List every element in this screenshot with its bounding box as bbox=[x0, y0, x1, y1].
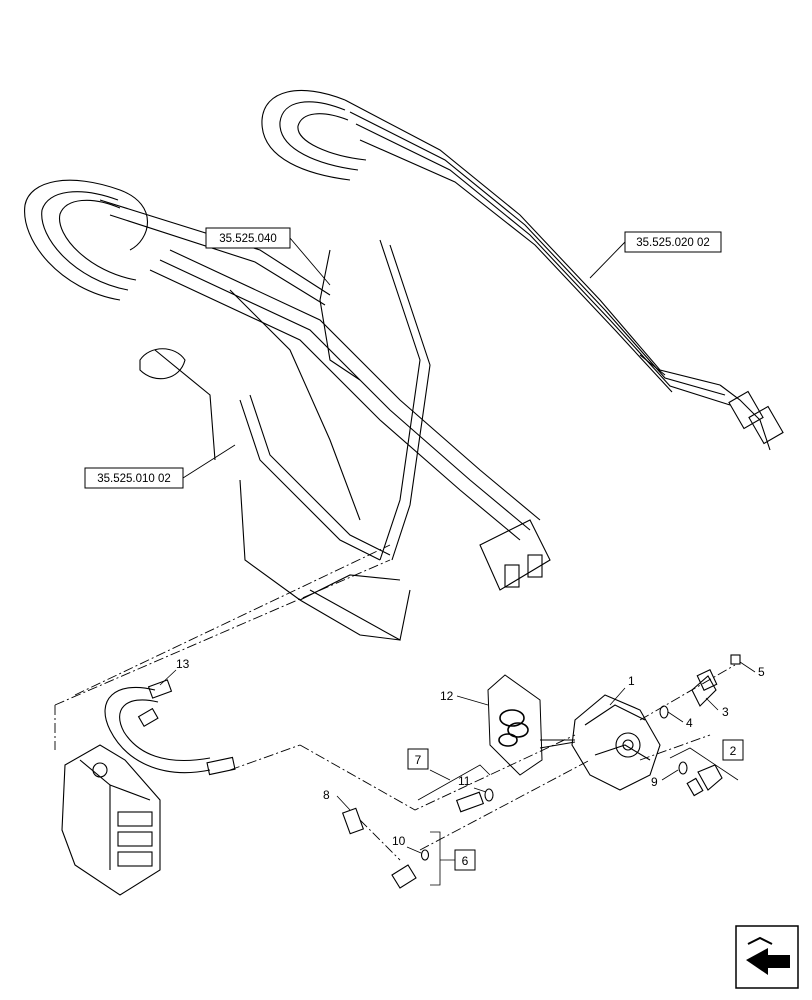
callout-2: 2 bbox=[669, 739, 744, 781]
callout-11: 11 bbox=[458, 774, 487, 793]
callout-9: 9 bbox=[651, 769, 679, 789]
ref-label-020: 35.525.020 02 bbox=[636, 237, 710, 249]
reference-labels: 35.525.040 35.525.020 02 35.525.010 02 bbox=[84, 227, 722, 489]
hose-harness bbox=[24, 89, 784, 641]
callout-5: 5 bbox=[739, 661, 765, 679]
svg-text:8: 8 bbox=[323, 788, 330, 802]
hose-13 bbox=[104, 679, 236, 776]
svg-text:5: 5 bbox=[758, 665, 765, 679]
ref-label-010: 35.525.010 02 bbox=[97, 473, 171, 485]
ref-label-040: 35.525.040 bbox=[219, 233, 277, 245]
control-valve bbox=[61, 744, 161, 896]
ref-box-35-525-010[interactable]: 35.525.010 02 bbox=[84, 444, 236, 489]
svg-text:7: 7 bbox=[415, 753, 422, 767]
callout-10: 10 bbox=[392, 834, 422, 854]
callout-12: 12 bbox=[440, 689, 489, 706]
fittings bbox=[341, 654, 741, 889]
callout-8: 8 bbox=[323, 788, 351, 811]
svg-text:3: 3 bbox=[722, 705, 729, 719]
callouts: 1 2 3 4 5 6 7 8 bbox=[159, 657, 765, 886]
callout-7: 7 bbox=[407, 748, 491, 801]
callout-6: 6 bbox=[430, 831, 476, 886]
callout-4: 4 bbox=[667, 711, 693, 730]
svg-text:2: 2 bbox=[730, 744, 737, 758]
svg-text:9: 9 bbox=[651, 775, 658, 789]
assembly-lines bbox=[54, 544, 736, 861]
seal-kit-bag bbox=[487, 674, 576, 776]
next-page-arrow-icon[interactable] bbox=[735, 925, 799, 989]
ref-box-35-525-040[interactable]: 35.525.040 bbox=[205, 227, 331, 286]
svg-text:10: 10 bbox=[392, 834, 406, 848]
callout-3: 3 bbox=[705, 697, 729, 719]
callout-13: 13 bbox=[159, 657, 190, 686]
ref-box-35-525-020[interactable]: 35.525.020 02 bbox=[589, 231, 722, 279]
callout-1: 1 bbox=[609, 674, 635, 706]
svg-text:13: 13 bbox=[176, 657, 190, 671]
hydraulic-pump bbox=[571, 694, 661, 791]
svg-text:6: 6 bbox=[462, 854, 469, 868]
svg-text:11: 11 bbox=[458, 774, 471, 788]
svg-text:1: 1 bbox=[628, 674, 635, 688]
svg-text:4: 4 bbox=[686, 716, 693, 730]
svg-text:12: 12 bbox=[440, 689, 454, 703]
